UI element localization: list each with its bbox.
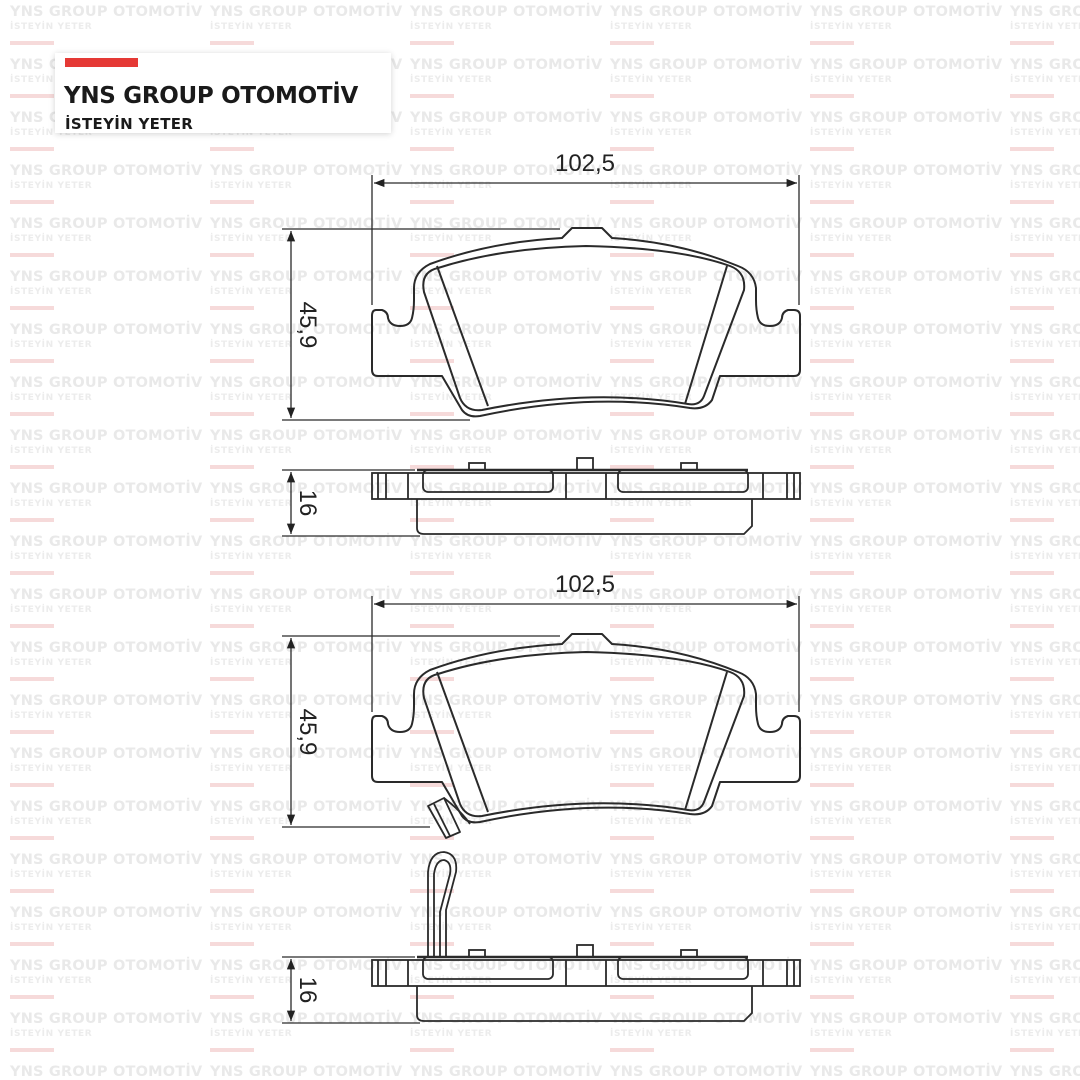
width-dimension-2 xyxy=(371,596,800,712)
backing-plate-2 xyxy=(371,633,801,824)
diagram-1-front-view xyxy=(282,175,801,421)
friction-material-2 xyxy=(422,651,746,818)
width-label-1: 102,5 xyxy=(555,150,615,177)
width-dimension-1 xyxy=(371,175,800,305)
brand-logo: YNS GROUP OTOMOTİV İSTEYİN YETER xyxy=(55,53,391,133)
brand-accent-bar xyxy=(65,58,138,67)
diagram-2-side-view xyxy=(282,851,801,1024)
wear-indicator-clip xyxy=(427,797,471,839)
height-label-2: 45,9 xyxy=(294,709,321,756)
friction-material-1 xyxy=(422,245,746,412)
spring-clip xyxy=(427,851,458,957)
width-label-2: 102,5 xyxy=(555,571,615,598)
thickness-label-1: 16 xyxy=(294,490,321,517)
backing-plate-1 xyxy=(371,227,801,418)
diagram-2-front-view xyxy=(282,596,801,839)
height-label-1: 45,9 xyxy=(294,302,321,349)
height-dimension-1 xyxy=(282,228,560,421)
height-dimension-2 xyxy=(282,635,560,828)
brand-subtitle: İSTEYİN YETER xyxy=(65,115,194,133)
diagram-1-side-view xyxy=(282,457,801,537)
brand-title: YNS GROUP OTOMOTİV xyxy=(64,83,359,109)
thickness-label-2: 16 xyxy=(294,977,321,1004)
